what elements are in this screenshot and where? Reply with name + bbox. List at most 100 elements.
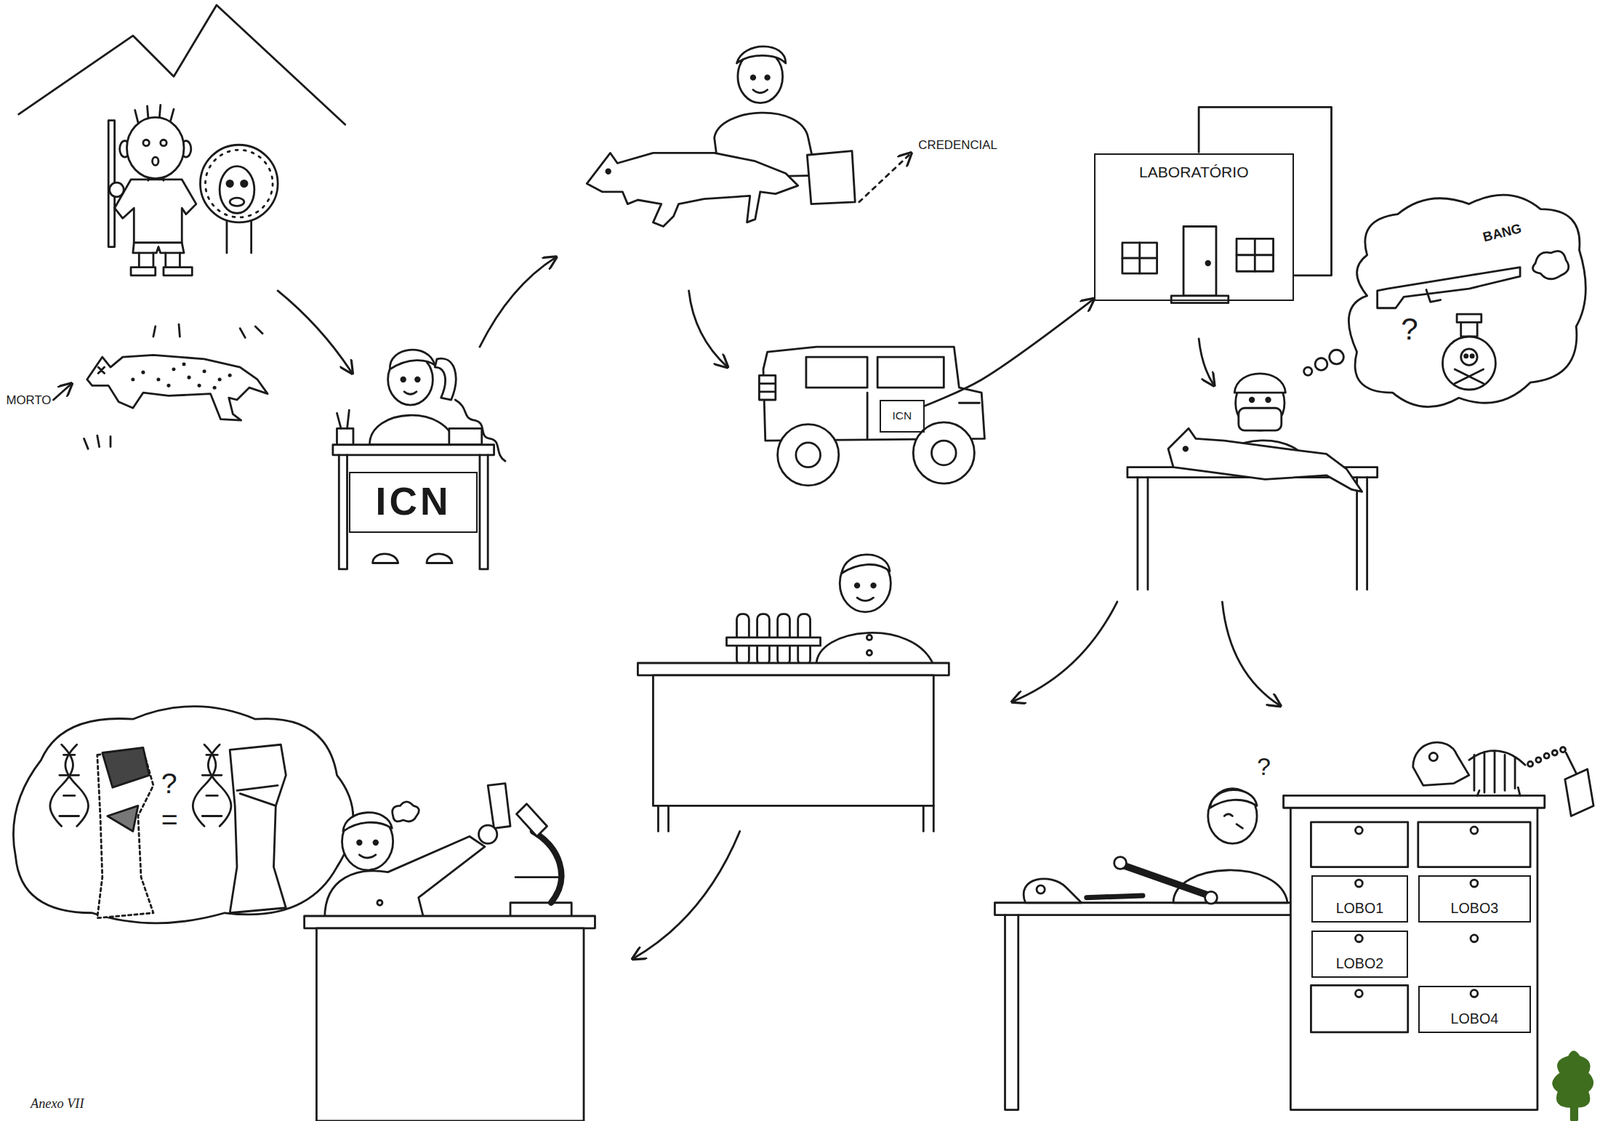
test-tube-desk — [871, 583, 876, 589]
wolf-handover — [753, 89, 768, 93]
shepherd-scene — [114, 179, 197, 243]
bone-archive — [1283, 795, 1545, 808]
equals-sign-holder: = — [161, 803, 179, 836]
necropsy-scene — [1329, 349, 1345, 365]
dna-thought-cloud — [97, 749, 154, 919]
flow-arrow — [1011, 601, 1118, 703]
microscope-desk — [357, 840, 363, 845]
dead-wolf — [171, 367, 176, 371]
microscope-desk — [343, 812, 392, 832]
flow-arrow — [479, 257, 557, 347]
microscope-desk — [316, 928, 584, 1121]
bone-archive — [1355, 990, 1363, 998]
microscope-desk — [392, 801, 420, 822]
annotation-holder: CREDENCIAL — [918, 138, 997, 153]
necropsy-scene — [1235, 375, 1285, 431]
bone-archive — [1224, 814, 1243, 829]
laboratory-building — [1122, 242, 1158, 274]
thought-cloud — [1426, 289, 1441, 302]
flow-arrow — [632, 831, 740, 959]
dna-thought-cloud — [107, 805, 139, 831]
dna-thought-cloud — [102, 747, 150, 788]
bone-archive — [1528, 761, 1534, 767]
dna-thought-cloud — [50, 744, 74, 826]
desk-panel: ICN — [348, 471, 478, 533]
shepherd-scene — [130, 267, 192, 276]
microscope-desk — [304, 915, 596, 929]
bone-archive — [1036, 885, 1045, 894]
annotation: CREDENCIAL — [918, 138, 997, 152]
icn-office — [449, 428, 482, 445]
jeep-door: ICN — [879, 399, 925, 433]
laboratory-building: LABORATÓRIO — [1094, 153, 1294, 302]
equals-sign: = — [161, 803, 179, 836]
icn-jeep — [777, 424, 839, 486]
bone-archive — [1470, 879, 1478, 887]
wolf-handover — [859, 152, 912, 202]
thought-cloud — [1348, 194, 1586, 408]
flow-arrow — [277, 257, 1281, 959]
icn-jeep — [931, 440, 956, 466]
shepherd-scene — [226, 215, 252, 253]
dna-thought-cloud — [202, 754, 222, 816]
flow-arrow — [924, 298, 1095, 406]
microscope-desk — [532, 831, 562, 903]
dead-wolf — [130, 377, 135, 381]
microscope-desk — [516, 803, 547, 837]
icn-jeep — [877, 356, 944, 388]
bone-archive — [1469, 750, 1526, 794]
test-tube-desk — [857, 597, 874, 601]
dead-wolf — [197, 383, 202, 388]
test-tube-desk — [854, 583, 860, 589]
question-mark-holder: ? — [161, 767, 178, 799]
shepherd-scene — [204, 149, 273, 218]
question-mark: ? — [161, 766, 178, 799]
necropsy-scene — [1266, 397, 1271, 402]
necropsy-scene — [1137, 477, 1368, 590]
bone-archive — [1536, 757, 1542, 763]
laboratory-building — [1183, 226, 1217, 296]
test-tube-desk — [816, 632, 934, 665]
thought-cloud — [1470, 354, 1474, 358]
bone-archive — [1470, 990, 1478, 998]
icn-office — [389, 349, 435, 370]
shepherd-scene — [109, 182, 125, 198]
thought-cloud — [1454, 369, 1483, 384]
icn-office — [434, 358, 456, 400]
bone-archive — [1005, 915, 1019, 1111]
dead-wolf — [156, 377, 160, 381]
dna-thought-cloud — [13, 706, 354, 924]
shepherd-scene — [18, 5, 346, 276]
dead-wolf — [202, 369, 207, 373]
thought-cloud — [1456, 314, 1482, 323]
test-tube-desk — [798, 614, 811, 666]
shepherd-scene — [108, 120, 115, 248]
thought-cloud — [1461, 322, 1478, 337]
laboratory-building — [1122, 242, 1158, 274]
bone-archive — [1086, 895, 1143, 898]
dna-thought-cloud — [59, 754, 80, 816]
shepherd-scene — [133, 242, 184, 253]
wolf-handover — [586, 152, 798, 227]
test-tube-desk — [652, 675, 934, 807]
microscope-desk — [324, 836, 485, 919]
icn-jeep — [867, 392, 980, 439]
icn-office — [415, 377, 421, 382]
bone-archive — [1470, 826, 1478, 834]
drawer-text: LOBO1 — [1336, 900, 1385, 917]
bone-archive — [1544, 753, 1550, 759]
bone-archive — [994, 742, 1594, 1110]
laboratory-building — [1198, 106, 1332, 276]
bone-archive — [1310, 985, 1408, 1033]
microscope-desk — [377, 899, 383, 906]
microscope-desk — [342, 812, 394, 871]
bone-archive — [1560, 747, 1566, 753]
question-mark-holder: ? — [1256, 753, 1271, 781]
shepherd-scene — [219, 166, 255, 214]
dead-wolf — [187, 375, 192, 380]
dead-wolf — [53, 383, 72, 400]
test-tube-desk — [737, 614, 750, 666]
shepherd-scene — [229, 197, 245, 206]
